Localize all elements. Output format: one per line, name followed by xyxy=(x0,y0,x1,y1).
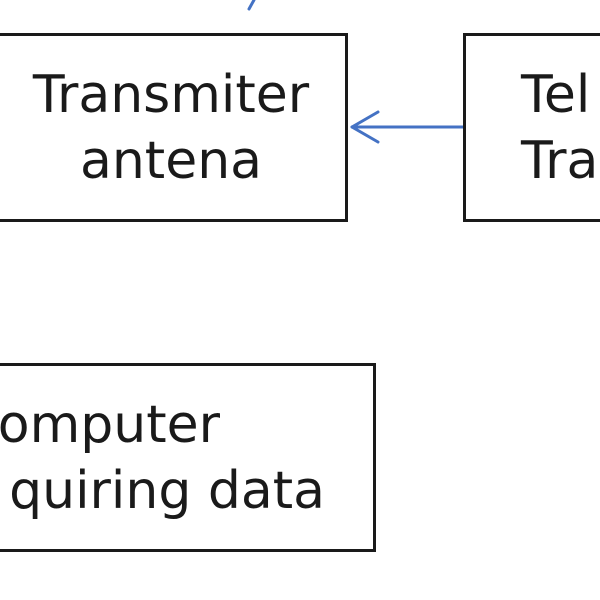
telemetry-transmitter-label-line2: Tra xyxy=(521,130,599,191)
connector-fragment-top xyxy=(247,0,256,11)
computer-label-line2: quiring data xyxy=(9,460,325,521)
transmitter-antenna-label-line1: Transmiter xyxy=(32,64,310,125)
transmitter-antenna-label-line2: antena xyxy=(79,130,263,191)
transmitter-antenna-box: Transmiter antena xyxy=(0,33,348,222)
telemetry-transmitter-box: Tel Tra xyxy=(463,33,600,222)
arrow-tele-to-antenna-head xyxy=(350,110,380,144)
computer-box: Computer quiring data xyxy=(0,363,376,552)
telemetry-transmitter-label-line1: Tel xyxy=(521,64,591,125)
computer-label-line1: Computer xyxy=(0,394,220,455)
